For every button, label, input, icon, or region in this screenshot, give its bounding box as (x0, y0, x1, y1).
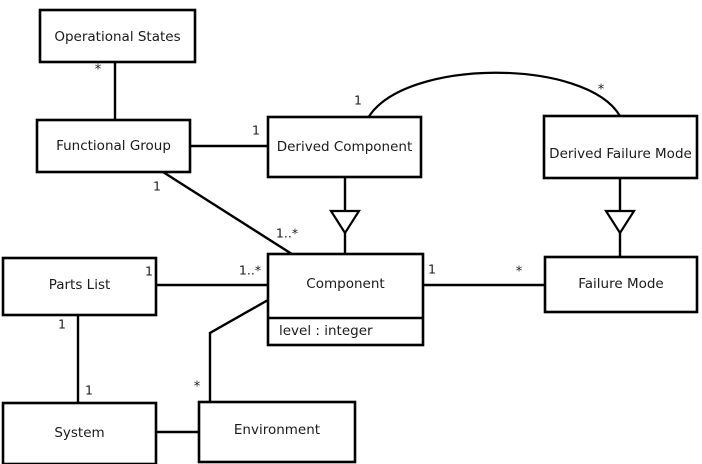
multiplicity-parts-list-bottom: 1 (58, 317, 66, 332)
generalization-triangle-failure-mode (603, 209, 637, 236)
class-name-component: Component (306, 276, 384, 292)
class-box-failure-mode[interactable] (543, 255, 699, 314)
class-name-failure-mode: Failure Mode (578, 276, 664, 292)
class-name-operational-states: Operational States (54, 29, 180, 45)
class-name-derived-failure-mode: Derived Failure Mode (549, 146, 692, 162)
multiplicity-failure-mode-left: * (516, 265, 523, 280)
class-box-operational-states[interactable] (38, 8, 197, 64)
class-name-derived-component: Derived Component (277, 139, 413, 155)
class-name-functional-group: Functional Group (56, 138, 171, 154)
class-box-environment[interactable] (197, 400, 357, 464)
class-name-system: System (54, 425, 104, 441)
multiplicity-environment-star: * (194, 380, 201, 395)
multiplicity-arc-derived-failure-mode: * (598, 83, 605, 98)
class-attribute-component-level: level : integer (279, 323, 373, 339)
class-box-parts-list[interactable] (1, 256, 158, 317)
multiplicity-functional-group-diagonal: 1 (153, 179, 161, 194)
class-box-system[interactable] (1, 401, 158, 464)
association-component-environment (208, 298, 269, 402)
class-box-derived-component[interactable] (266, 115, 423, 179)
class-box-component[interactable] (266, 252, 425, 347)
multiplicity-component-right: 1 (428, 262, 436, 277)
association-functional-group-component (162, 170, 296, 258)
multiplicity-parts-list-right: 1 (145, 264, 153, 279)
multiplicity-arc-derived-component: 1 (354, 93, 362, 108)
class-name-parts-list: Parts List (49, 277, 111, 293)
multiplicity-component-diagonal: 1..* (276, 226, 298, 241)
multiplicity-operational-states-star: * (95, 63, 102, 78)
generalization-triangle-component (328, 209, 362, 236)
association-derived-component-derived-failure-mode (367, 71, 621, 119)
multiplicity-system-top: 1 (85, 383, 93, 398)
multiplicity-functional-group-derived-component: 1 (252, 123, 260, 138)
class-name-environment: Environment (234, 422, 320, 438)
multiplicity-component-left: 1..* (239, 263, 261, 278)
class-box-derived-failure-mode[interactable] (542, 114, 699, 180)
class-box-functional-group[interactable] (35, 118, 192, 174)
